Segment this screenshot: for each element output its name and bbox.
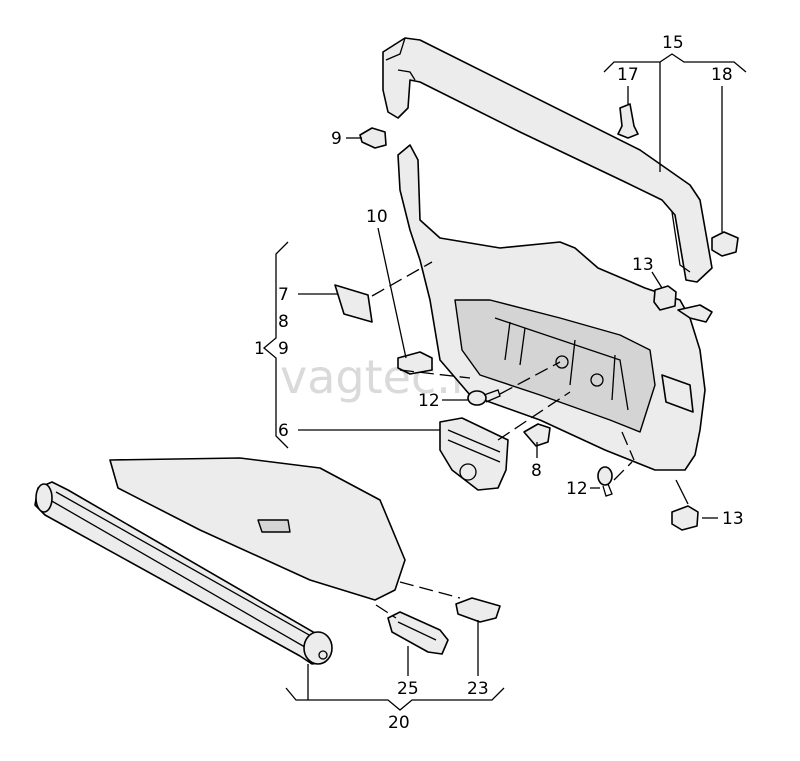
lock-bracket-6	[439, 417, 509, 491]
callout-8-group: 8	[278, 312, 289, 332]
screw-12-upper	[467, 389, 501, 406]
callout-9: 9	[331, 129, 342, 149]
callout-9-group: 9	[278, 339, 289, 359]
clip-8	[523, 423, 551, 447]
callout-1: 1	[254, 339, 265, 359]
callout-7: 7	[278, 285, 289, 305]
label-7	[334, 284, 373, 323]
upper-trim-frame	[382, 37, 713, 283]
callout-25: 25	[397, 679, 419, 699]
latch-25	[387, 611, 449, 655]
callout-13-lower: 13	[722, 509, 744, 529]
screw-12-lower	[597, 466, 613, 497]
callout-20: 20	[388, 713, 410, 733]
frame-23	[455, 597, 501, 623]
callout-12-upper: 12	[418, 391, 440, 411]
clip-13-upper	[653, 285, 677, 311]
clip-13-lower	[671, 505, 699, 531]
luggage-cover	[34, 457, 406, 665]
callout-6: 6	[278, 421, 289, 441]
callout-23: 23	[467, 679, 489, 699]
lower-trim-panel	[397, 144, 713, 471]
clip-18	[711, 231, 739, 257]
callout-8: 8	[531, 461, 542, 481]
callout-10: 10	[366, 207, 388, 227]
callout-18: 18	[711, 65, 733, 85]
bracket-17	[617, 103, 639, 139]
callout-17: 17	[617, 65, 639, 85]
callout-13-upper: 13	[632, 255, 654, 275]
callout-12-lower: 12	[566, 479, 588, 499]
callout-15: 15	[662, 33, 684, 53]
clip-9	[359, 127, 387, 149]
